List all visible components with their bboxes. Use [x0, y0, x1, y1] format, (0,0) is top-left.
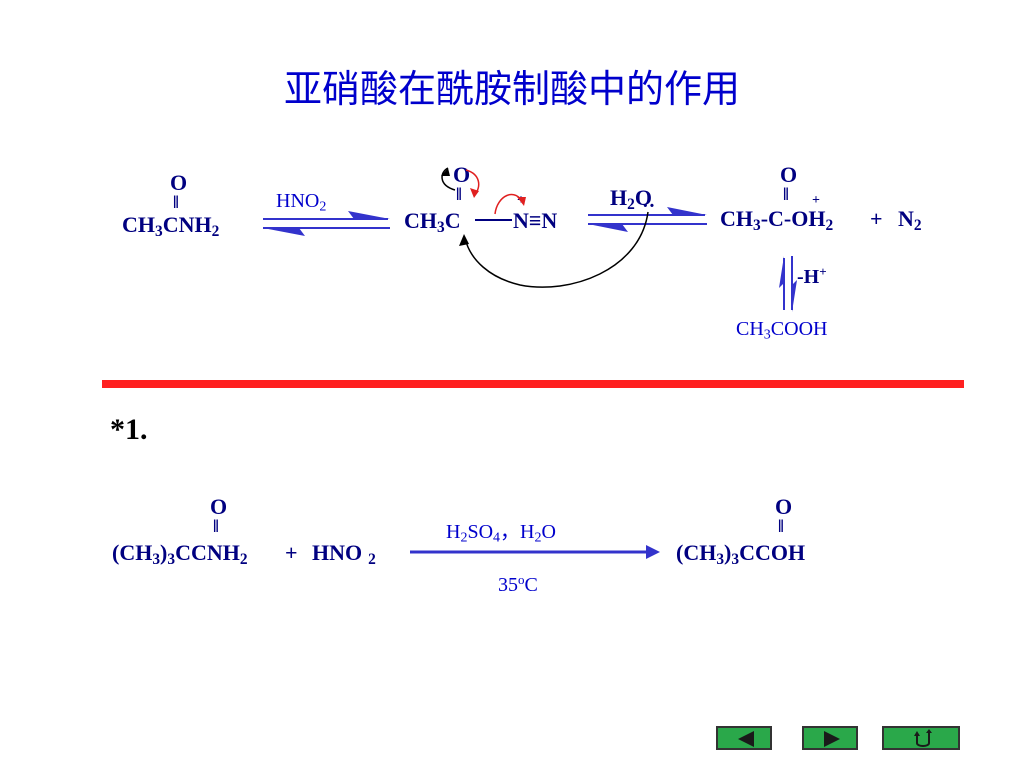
intermediate-acyl: CH3C — [404, 208, 461, 236]
plus-sign: + — [870, 206, 883, 231]
triangle-left-icon — [738, 731, 754, 747]
next-slide-button[interactable] — [802, 726, 858, 750]
equilibrium-arrow-1 — [263, 211, 390, 236]
example-product: (CH3)3CCOH — [676, 540, 806, 568]
section-divider — [102, 380, 964, 388]
example-reactant-oxygen: O — [210, 494, 228, 519]
return-button[interactable] — [882, 726, 960, 750]
intermediate-double-bond: ‖ — [456, 184, 462, 204]
example-condition-temperature: 35oC — [498, 571, 538, 596]
reactant-double-bond: ‖ — [173, 192, 179, 212]
vertical-equilibrium-arrow — [779, 256, 797, 312]
return-arrow-icon — [914, 729, 932, 747]
reactant-oxygen: O — [170, 170, 188, 195]
prev-slide-button[interactable] — [716, 726, 772, 750]
example-product-double-bond: ‖ — [778, 516, 784, 536]
curved-arrow-carbonyl — [441, 167, 456, 191]
curved-arrow-water-attack — [464, 211, 649, 288]
product-double-bond: ‖ — [783, 184, 789, 204]
intermediate-diazonium: N≡N — [513, 208, 558, 233]
deprotonation-label: -H+ — [797, 263, 827, 288]
example-reaction-arrow — [410, 545, 660, 559]
reagent-hno2: HNO2 — [276, 190, 327, 215]
intermediate-oxygen: O — [453, 162, 471, 187]
page-title: 亚硝酸在酰胺制酸中的作用 — [283, 67, 740, 111]
example-product-oxygen: O — [775, 494, 793, 519]
example-condition-reagents: H2SO4，H2O — [446, 521, 556, 546]
reagent-water: H2O — [610, 185, 652, 213]
oxonium-charge: + — [812, 193, 820, 208]
example-plus-sign: + — [285, 540, 298, 565]
reactant-acetamide: CH3CNH2 — [122, 212, 220, 240]
nitrogen-gas: N2 — [898, 206, 922, 234]
equilibrium-arrow-2 — [588, 207, 707, 232]
product-acetic-acid: CH3COOH — [736, 318, 828, 343]
triangle-right-icon — [824, 731, 840, 747]
product-oxygen: O — [780, 162, 798, 187]
example-reactant-double-bond: ‖ — [213, 516, 219, 536]
product-oxonium: CH3-C-OH2 — [720, 206, 834, 234]
water-lone-pair: ·· — [642, 195, 656, 217]
example-number: *1. — [110, 413, 148, 446]
example-reactant: (CH3)3CCNH2 — [112, 540, 248, 568]
